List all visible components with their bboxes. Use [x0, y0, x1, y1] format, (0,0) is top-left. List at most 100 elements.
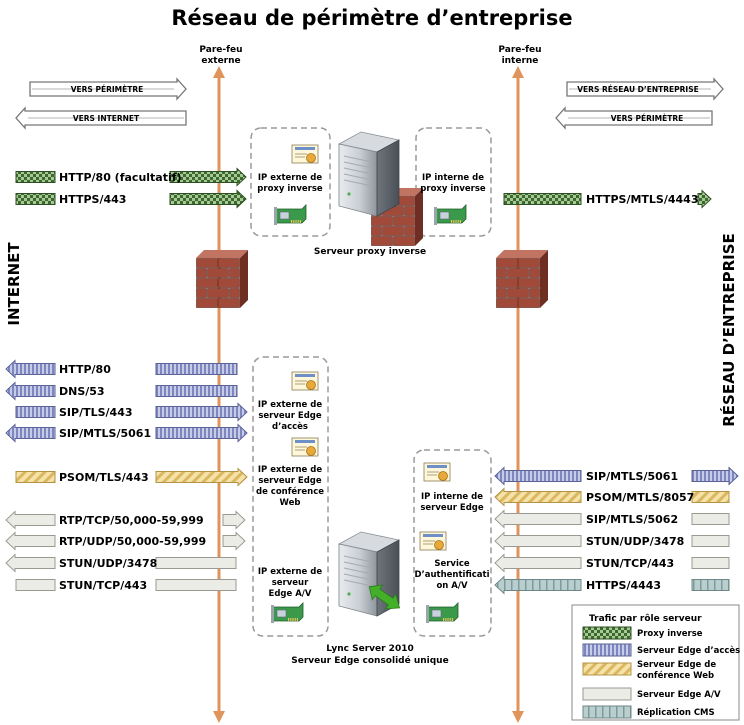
proxy-internal-box [415, 127, 492, 237]
edge-server-icon-bay [343, 555, 373, 563]
right-flow-arrow-a [503, 193, 582, 205]
right-flow-arrow-a [494, 487, 582, 507]
edge-av-nic-icon-pin [290, 618, 292, 621]
left-flow-arrow-b [155, 579, 237, 591]
external-firewall-label: externe [201, 56, 240, 66]
right-flow-arrow-a [494, 575, 582, 595]
right-flow-label: HTTPS/4443 [586, 579, 661, 592]
left-flow-arrow-a [5, 531, 56, 551]
proxy-internal-nic-icon-pin [451, 220, 453, 223]
to-enterprise-label: VERS RÉSEAU D’ENTREPRISE [577, 85, 699, 94]
legend-label-proxy: Proxy inverse [637, 629, 703, 639]
edge-internal-nic-icon-bracket [426, 605, 429, 623]
external-firewall-bricks-side [240, 250, 248, 308]
enterprise-side-label: RÉSEAU D’ENTREPRISE [719, 233, 738, 427]
left-flow-label: PSOM/TLS/443 [59, 471, 149, 484]
edge-webconf-ip-label: serveur Edge [258, 476, 321, 486]
edge-av-nic-icon-pin [294, 618, 296, 621]
external-firewall-bricks-brick [196, 268, 207, 278]
proxy-server-icon-side [376, 139, 400, 217]
left-flow-arrow-b [222, 531, 246, 551]
left-flow-label: STUN/TCP/443 [59, 579, 147, 592]
right-flow-arrow-b [697, 189, 712, 209]
internal-firewall-label: Pare-feu [498, 45, 541, 55]
left-flow-arrow-b [155, 402, 248, 422]
edge-webconf-ip-label: de conférence [256, 486, 324, 497]
proxy-server-bricks-brick [393, 216, 415, 226]
edge-av-ip-label: serveur [272, 578, 309, 588]
proxy-external-nic-icon [274, 204, 307, 225]
internal-firewall-bricks-brick [496, 288, 507, 298]
edge-internal-nic-icon-chip [431, 609, 442, 618]
proxy-external-nic-icon-pin [297, 220, 299, 223]
edge-av-auth-label: on A/V [436, 581, 468, 591]
edge-external-box [252, 356, 329, 637]
edge-av-nic-icon-pin [288, 618, 290, 621]
edge-webconf-ip-label: Web [280, 498, 301, 508]
left-flow-arrow-a [5, 553, 56, 573]
proxy-external-nic-icon-pin [295, 220, 297, 223]
left-flow-arrow-a [15, 471, 56, 483]
left-flow-arrow-b [155, 557, 237, 569]
proxy-server-bricks-brick [404, 226, 415, 236]
left-flow-label: RTP/UDP/50,000-59,999 [59, 535, 206, 548]
av-auth-certificate-icon-band [423, 534, 443, 537]
edge-access-ip-label: d’accès [272, 421, 308, 432]
proxy-internal-nic-icon [434, 204, 467, 225]
edge-internal-certificate-icon-band [427, 465, 447, 468]
left-flow-label: SIP/TLS/443 [59, 406, 133, 419]
right-flow-arrow-a [494, 509, 582, 529]
external-firewall-bricks-top [196, 250, 248, 258]
proxy-internal-ip-label: proxy inverse [420, 184, 486, 194]
proxy-server-bricks-brick [393, 236, 415, 246]
proxy-external-nic-icon-pin [293, 220, 295, 223]
to-perimeter-right-label: VERS PÉRIMÈTRE [611, 114, 684, 123]
proxy-server-bricks-brick [404, 206, 415, 216]
left-flow-arrow-a [5, 423, 56, 443]
right-flow-arrow-b [691, 579, 730, 591]
internal-firewall-bricks-brick [507, 288, 529, 298]
left-flow-arrow-b [155, 385, 238, 397]
webconf-certificate-icon-band [295, 440, 315, 443]
proxy-internal-nic-icon-pin [459, 220, 461, 223]
proxy-internal-ip-label: IP interne de [422, 173, 484, 183]
external-firewall-bricks-brick [196, 288, 207, 298]
left-flow-label: STUN/UDP/3478 [59, 557, 157, 570]
left-flow-arrow-a [15, 193, 56, 205]
proxy-internal-nic-icon-pin [455, 220, 457, 223]
proxy-external-nic-icon-pin [291, 220, 293, 223]
edge-av-nic-icon-bracket [271, 605, 274, 623]
legend-swatch-access [582, 643, 632, 657]
external-firewall-bricks-brick [196, 298, 218, 308]
left-flow-arrow-b [169, 167, 247, 187]
external-firewall-bricks-brick [207, 268, 229, 278]
av-auth-certificate-icon-seal [434, 540, 444, 550]
proxy-internal-nic-icon-pin [453, 220, 455, 223]
external-firewall-bricks-brick [229, 268, 240, 278]
internal-firewall-line-top-arrowhead [512, 66, 524, 78]
edge-server-icon-bay [343, 573, 373, 581]
proxy-server-icon-bay [343, 179, 373, 187]
proxy-external-certificate-icon-band [295, 147, 315, 150]
edge-server-icon-bay [343, 561, 373, 569]
external-firewall-bricks [196, 250, 248, 308]
edge-av-auth-label: Service [434, 559, 470, 569]
edge-internal-ip-label: IP interne de [421, 492, 483, 502]
proxy-external-nic-icon-pin [299, 220, 301, 223]
edge-internal-nic-icon-pin [445, 618, 447, 621]
internal-firewall-bricks-brick [496, 268, 507, 278]
edge-internal-nic-icon-pin [451, 618, 453, 621]
left-flow-arrow-a [5, 359, 56, 379]
left-flow-label: HTTP/80 [59, 363, 111, 376]
internal-firewall-bricks-brick [518, 258, 540, 268]
internet-side-label: INTERNET [5, 242, 23, 326]
access-certificate-icon [291, 371, 319, 391]
left-flow-arrow-b [155, 467, 248, 487]
internal-firewall-bricks-brick [529, 268, 540, 278]
left-flow-arrow-b [169, 189, 247, 209]
legend-swatch-cms [582, 705, 632, 719]
edge-access-ip-label: IP externe de [258, 400, 322, 410]
left-flow-arrow-a [15, 579, 56, 591]
page-title: Réseau de périmètre d’entreprise [171, 6, 572, 30]
